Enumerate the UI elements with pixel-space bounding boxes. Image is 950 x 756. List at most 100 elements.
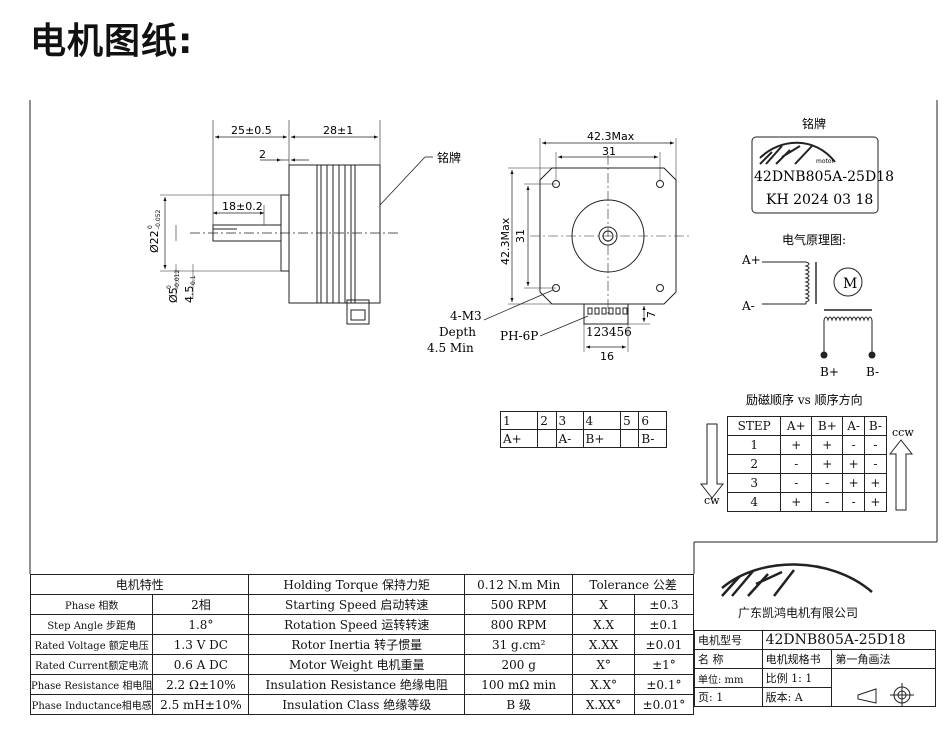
nameplate-model: 42DNB805A-25D18 — [754, 169, 894, 185]
spec-label: Starting Speed 启动转速 — [248, 594, 466, 615]
spec-value: 500 RPM — [464, 594, 574, 615]
pin-signal: B- — [638, 429, 667, 448]
dim-outer-width: 42.3Max — [587, 130, 635, 143]
step-cell: - — [863, 454, 888, 474]
dim-shaft-diameter: Ø5 — [167, 287, 180, 303]
version-label: 版本: A — [761, 687, 833, 707]
spec-row: Rated Voltage 额定电压 1.3 V DC Rotor Inerti… — [29, 634, 695, 655]
tolerance-key: X.X° — [572, 674, 635, 695]
motor-spec-table: 电机特性 Holding Torque 保持力矩 0.12 N.m Min To… — [29, 574, 695, 715]
tolerance-value: ±0.01° — [633, 694, 695, 715]
motor-symbol: M — [843, 276, 857, 292]
dim-outer-height: 42.3Max — [499, 217, 512, 265]
nameplate-title: 铭牌 — [802, 116, 826, 131]
tolerance-value: ±0.1° — [633, 674, 695, 695]
spec-row: Step Angle 步距角 1.8° Rotation Speed 运转转速 … — [29, 614, 695, 635]
dim-shaft-length: 25±0.5 — [231, 124, 272, 137]
step-cell: - — [842, 435, 865, 455]
dim-flange: 2 — [259, 148, 266, 161]
spec-row: Phase 相数 2相 Starting Speed 启动转速 500 RPM … — [29, 594, 695, 615]
pin-signal — [537, 429, 557, 448]
tolerance-value: ±0.01 — [633, 634, 695, 655]
side-view — [160, 120, 433, 325]
dim-flat-depth-tol: 0.1 — [190, 275, 197, 285]
step-row: 1 + + - - — [726, 435, 888, 455]
step-header: A+ — [780, 416, 813, 436]
dim-shaft-tol-top: 0 — [166, 285, 173, 289]
connector-pin-table: 1 2 3 4 5 6 A+ A- B+ B- — [499, 411, 667, 448]
spec-label: Insulation Resistance 绝缘电阻 — [248, 674, 466, 695]
spec-value: 2相 — [152, 594, 250, 615]
dim-shaft-tol-bottom: -0.012 — [174, 269, 181, 289]
hole-note-1: 4-M3 — [450, 309, 482, 323]
page-label: 页: 1 — [694, 687, 763, 707]
nameplate-brand-small: motor — [816, 158, 835, 165]
step-header: B- — [863, 416, 888, 436]
pin-number-row: 1 2 3 4 5 6 — [499, 411, 667, 430]
tolerance-key: X° — [572, 654, 635, 675]
step-cell: - — [842, 492, 865, 512]
step-header: A- — [842, 416, 865, 436]
dim-flat-length: 18±0.2 — [222, 200, 263, 213]
pin-number: 4 — [582, 411, 622, 430]
spec-value: 200 g — [464, 654, 574, 675]
hole-note-3: 4.5 Min — [427, 341, 474, 355]
wiring-a-minus: A- — [741, 299, 755, 313]
spec-label: Rotor Inertia 转子惯量 — [248, 634, 466, 655]
step-cell: - — [780, 454, 813, 474]
page-heading: 电机图纸: — [30, 21, 194, 62]
spec-value: 2.5 mH±10% — [152, 694, 250, 715]
dim-body-length: 28±1 — [323, 124, 353, 137]
nameplate-box — [751, 136, 879, 214]
pin-number: 3 — [555, 411, 584, 430]
pin-number: 5 — [620, 411, 640, 430]
step-cell: + — [863, 492, 888, 512]
dim-boss-tol-top: 0 — [147, 225, 154, 229]
hole-note-2: Depth — [439, 325, 476, 339]
title-block: 广东凯鸿电机有限公司 电机型号 42DNB805A-25D18 名 称 电机规格… — [694, 542, 937, 714]
dim-connector-width: 16 — [600, 350, 614, 363]
wiring-b-minus: B- — [866, 365, 879, 379]
dim-hole-width: 31 — [602, 145, 616, 158]
company-logo — [759, 141, 836, 165]
step-header: B+ — [811, 416, 844, 436]
step-cell: - — [811, 492, 844, 512]
step-cell: + — [863, 473, 888, 493]
step-cell: + — [842, 473, 865, 493]
step-cell: 2 — [726, 454, 782, 474]
name-label: 名 称 — [694, 649, 763, 669]
step-cell: - — [780, 473, 813, 493]
spec-label: Step Angle 步距角 — [29, 614, 154, 635]
step-cell: + — [811, 454, 844, 474]
tolerance-key: X — [572, 594, 635, 615]
spec-value: 800 RPM — [464, 614, 574, 635]
tolerance-key: X.XX° — [572, 694, 635, 715]
spec-value: 0.6 A DC — [152, 654, 250, 675]
pin-signal: A- — [555, 429, 584, 448]
step-cell: 1 — [726, 435, 782, 455]
spec-section-title: 电机特性 — [29, 574, 250, 595]
ccw-arrow — [888, 439, 914, 511]
model-value: 42DNB805A-25D18 — [761, 630, 937, 650]
spec-value: B 级 — [464, 694, 574, 715]
pin-signal — [620, 429, 640, 448]
spec-label: Rotation Speed 运转转速 — [248, 614, 466, 635]
spec-value: 0.12 N.m Min — [464, 574, 574, 595]
spec-label: Rated Voltage 额定电压 — [29, 634, 154, 655]
spec-row: Phase Resistance 相电阻 2.2 Ω±10% Insulatio… — [29, 674, 695, 695]
tolerance-key: X.XX — [572, 634, 635, 655]
step-row: 4 + - - + — [726, 492, 888, 512]
spec-label: Rated Current额定电流 — [29, 654, 154, 675]
dim-hole-height: 31 — [514, 229, 527, 243]
model-label: 电机型号 — [694, 630, 763, 650]
tolerance-value: ±0.1 — [633, 614, 695, 635]
spec-label: Insulation Class 绝缘等级 — [248, 694, 466, 715]
step-cell: + — [780, 492, 813, 512]
spec-label: Phase Inductance相电感 — [29, 694, 154, 715]
dim-flat-depth: 4.5 — [183, 286, 196, 304]
spec-label: Phase 相数 — [29, 594, 154, 615]
pin-number: 2 — [537, 411, 557, 430]
step-cell: 3 — [726, 473, 782, 493]
step-cell: + — [780, 435, 813, 455]
company-name: 广东凯鸿电机有限公司 — [738, 606, 859, 620]
